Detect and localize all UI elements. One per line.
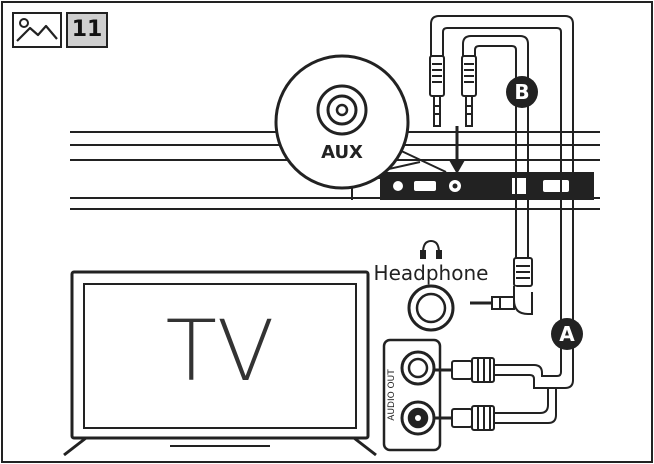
- usb-port: [414, 181, 436, 191]
- aux-plug-right: [461, 55, 477, 127]
- svg-text:A: A: [559, 322, 575, 346]
- hdmi-port: [543, 180, 569, 192]
- headphone-icon: [420, 239, 442, 259]
- aux-magnifier: AUX: [274, 54, 447, 190]
- headphone-jack: [407, 284, 455, 332]
- image-icon: [12, 12, 62, 48]
- tv-label: TV: [166, 302, 275, 400]
- rca-plug-bottom: [434, 388, 557, 431]
- rca-plug-top: [434, 357, 548, 389]
- audio-out-label: AUDIO OUT: [387, 369, 397, 421]
- svg-text:B: B: [514, 80, 529, 104]
- aux-label: AUX: [321, 142, 363, 163]
- rca-jack-bottom: [400, 400, 436, 436]
- tv: [63, 270, 377, 457]
- cable-b: [462, 35, 529, 258]
- cable-b-marker: B: [506, 76, 538, 108]
- cable-a-marker: A: [551, 318, 583, 350]
- soundbar-port-panel: [380, 172, 594, 200]
- aux-plug-left: [429, 55, 445, 127]
- right-angle-plug: [470, 257, 533, 315]
- headphone-label: Headphone: [374, 261, 489, 285]
- figure-number: 11: [66, 12, 108, 48]
- audio-out-panel: AUDIO OUT: [382, 338, 442, 452]
- cable-a: [430, 15, 574, 389]
- rca-jack-top: [400, 350, 436, 386]
- power-port: [393, 181, 403, 191]
- optical-port: [512, 178, 526, 194]
- arrow-down-icon: [449, 126, 465, 174]
